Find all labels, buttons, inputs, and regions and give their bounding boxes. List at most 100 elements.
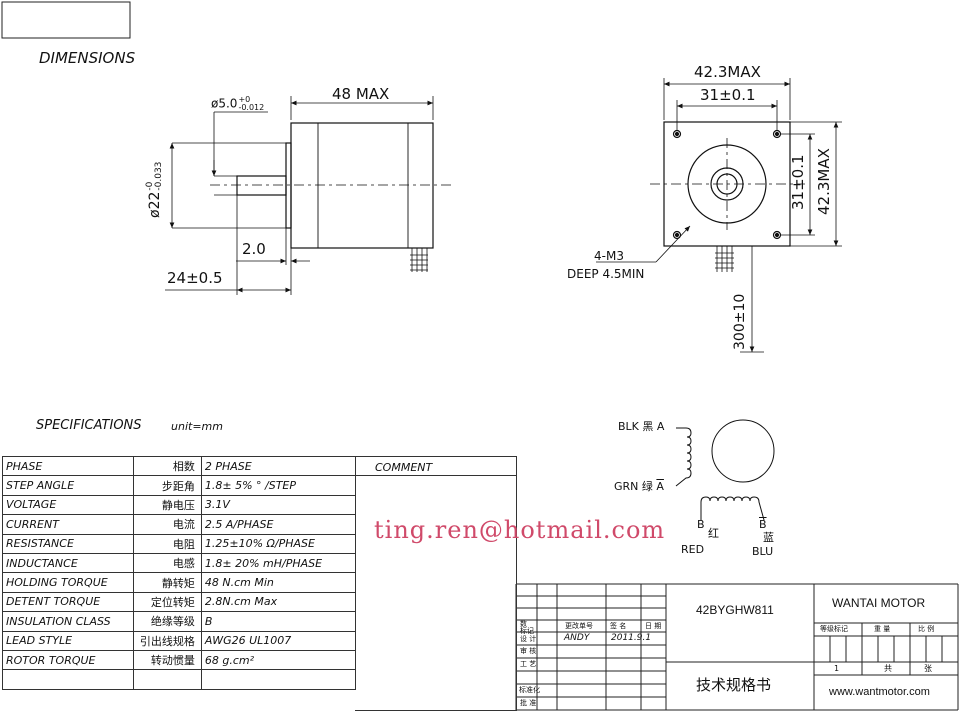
hole-spacing-y-label: 31±0.1 — [789, 154, 807, 210]
wire-grn-label: GRN 绿 A — [614, 480, 664, 493]
coil-b — [700, 496, 765, 521]
spec-value — [200, 669, 357, 690]
spec-name-cn: 定位转矩 — [133, 591, 202, 613]
tb-count: 数 — [520, 620, 527, 628]
wire-blu-cn-label: 蓝 — [763, 531, 774, 544]
spec-name — [1, 669, 135, 690]
side-leads — [410, 248, 428, 272]
spec-name-cn: 电阻 — [133, 533, 202, 554]
spec-value: 1.8± 20% mH/PHASE — [200, 552, 357, 574]
tb-review: 审 核 — [520, 647, 537, 655]
spec-name-cn: 转动惯量 — [133, 649, 202, 671]
comment-column: COMMENT — [355, 456, 517, 711]
front-width-label: 42.3MAX — [694, 63, 761, 81]
title-block-grid — [515, 583, 959, 711]
spec-name: RESISTANCE — [1, 533, 135, 554]
boss-diameter-label: ø22-0-0.033 — [145, 161, 164, 218]
spec-row — [1, 669, 357, 690]
wire-blk-label: BLK 黑 A — [618, 420, 665, 433]
motor-body — [290, 122, 434, 249]
mount-hole-label: 4-M3 — [594, 249, 624, 263]
wiring-rotor-circle — [711, 419, 775, 483]
spec-name: DETENT TORQUE — [1, 591, 135, 613]
tb-website: www.wantmotor.com — [829, 686, 930, 698]
spec-name-cn: 绝缘等级 — [133, 611, 202, 632]
tb-design: 设 计 — [520, 635, 537, 643]
motor-shaft — [236, 175, 287, 196]
tb-weight: 重 量 — [874, 625, 891, 633]
tb-company: WANTAI MOTOR — [832, 596, 926, 610]
wire-b-label: B — [697, 518, 705, 531]
mount-depth-label: DEEP 4.5MIN — [567, 267, 645, 281]
spec-value: 3.1V — [200, 494, 357, 516]
spec-name-cn: 引出线规格 — [133, 630, 202, 651]
tb-sheet: 张 — [924, 664, 932, 673]
spec-name-cn: 静转矩 — [133, 572, 202, 593]
spec-value: 2.8N.cm Max — [200, 591, 357, 613]
title-block: 数 标记 更改单号 签 名 日 期 设 计 ANDY 2011.9.1 审 核 … — [516, 584, 958, 710]
frame-corner-box — [1, 1, 131, 39]
spec-value: 68 g.cm² — [200, 649, 357, 671]
lead-length-label: 300±10 — [732, 293, 748, 350]
spec-value: 2.5 A/PHASE — [200, 514, 357, 535]
spec-name: LEAD STYLE — [1, 630, 135, 651]
tb-design-date: 2011.9.1 — [611, 633, 652, 643]
spec-value: B — [200, 611, 357, 632]
tb-grade-mark: 等级标记 — [820, 625, 848, 633]
tb-col-sign: 签 名 — [610, 622, 627, 630]
spec-name-cn: 电流 — [133, 514, 202, 535]
dimensions-heading: DIMENSIONS — [39, 49, 136, 67]
tb-total: 共 — [884, 664, 892, 673]
spec-name: INDUCTANCE — [1, 552, 135, 574]
wire-blu-label: BLU — [752, 545, 774, 558]
tb-col-mark: 标记 — [520, 627, 534, 635]
spec-name-cn — [133, 669, 202, 690]
spec-name: HOLDING TORQUE — [1, 572, 135, 593]
tb-sheet-num: 1 — [834, 664, 840, 673]
spec-value: 2 PHASE — [200, 455, 357, 477]
front-height-label: 42.3MAX — [815, 148, 833, 215]
spec-value: 1.25±10% Ω/PHASE — [200, 533, 357, 554]
spec-value: 48 N.cm Min — [200, 572, 357, 593]
spec-value: AWG26 UL1007 — [200, 630, 357, 651]
wire-red-label: RED — [681, 543, 705, 556]
tb-model: 42BYGHW811 — [696, 603, 774, 617]
specifications-heading: SPECIFICATIONS — [36, 418, 142, 433]
boss-height-label: 2.0 — [242, 240, 266, 258]
spec-name-cn: 电感 — [133, 552, 202, 574]
spec-name: PHASE — [1, 455, 135, 477]
motor-boss — [285, 142, 292, 229]
tb-standard: 标准化 — [519, 686, 540, 694]
spec-value: 1.8± 5% ° /STEP — [200, 475, 357, 496]
tb-designer: ANDY — [564, 633, 590, 643]
spec-name-cn: 静电压 — [133, 494, 202, 516]
comment-header: COMMENT — [375, 461, 433, 474]
tb-ratio: 比 例 — [918, 625, 935, 633]
spec-name: VOLTAGE — [1, 494, 135, 516]
spec-name: STEP ANGLE — [1, 475, 135, 496]
hole-spacing-x-label: 31±0.1 — [700, 86, 756, 104]
tb-col-change: 更改单号 — [565, 622, 593, 630]
watermark: ting.ren@hotmail.com — [374, 516, 666, 544]
coil-a — [675, 427, 692, 487]
front-leads — [715, 246, 734, 272]
wire-red-cn-label: 红 — [708, 527, 719, 540]
spec-name: ROTOR TORQUE — [1, 649, 135, 671]
tb-doc-title: 技术规格书 — [696, 676, 772, 694]
wiring-diagram — [675, 419, 775, 521]
wire-b-bar-label: B — [759, 518, 767, 531]
side-view — [165, 96, 455, 295]
mounting-holes — [672, 129, 782, 240]
